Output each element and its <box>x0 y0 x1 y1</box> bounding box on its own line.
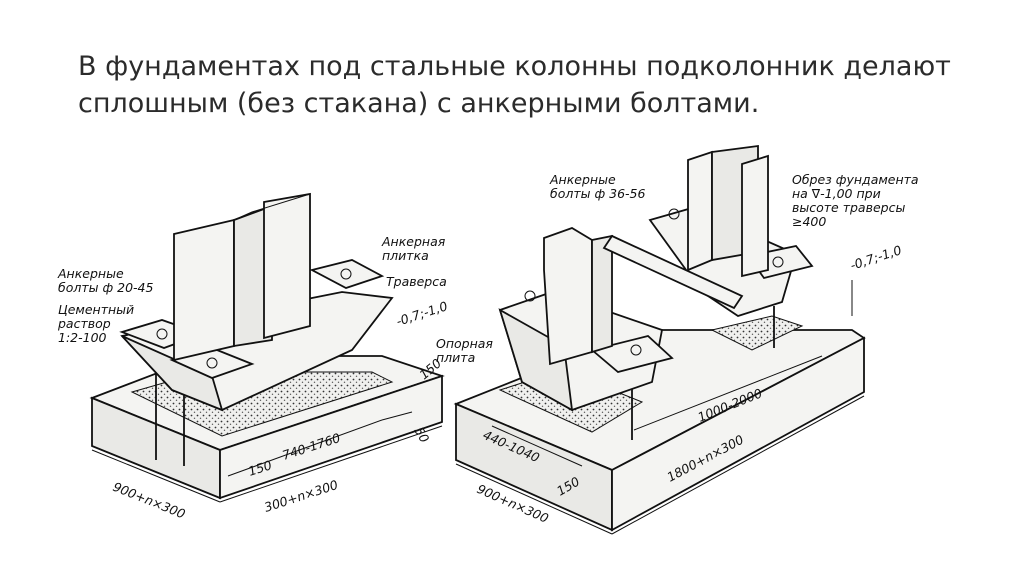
right-column-front <box>543 227 593 366</box>
right-foundation-edge-label-2: на ∇-1,00 при <box>792 186 881 201</box>
center-dim-50: 50 <box>411 424 432 445</box>
right-column-back <box>687 150 713 272</box>
left-anchor-plate-label-2: плитка <box>382 248 429 263</box>
center-support-plate-2: плита <box>436 350 475 365</box>
right-anchor-bolts-label-2: болты ф 36-56 <box>550 186 646 201</box>
left-foundation <box>89 192 445 503</box>
right-foundation-edge-label-3: высоте траверсы <box>792 200 905 215</box>
right-slab-right <box>611 336 865 532</box>
left-dim-300-n300: 300+n×300 <box>262 477 340 515</box>
right-level-label: -0,7;-1,0 <box>848 242 903 273</box>
left-anchor-bolts-label-2: болты ф 20-45 <box>58 280 154 295</box>
left-anchor-bolts-label-1: Анкерные <box>57 266 124 281</box>
center-support-plate-1: Опорная <box>436 336 493 351</box>
title-line-2: сплошным (без стакана) с анкерными болта… <box>78 88 760 119</box>
left-cement-label-1: Цементный <box>58 302 134 317</box>
right-grout-b <box>710 315 804 351</box>
right-brace <box>602 234 744 310</box>
left-column-flange-2 <box>263 192 311 340</box>
right-anchor-bolts-label-1: Анкерные <box>549 172 616 187</box>
right-foundation-edge-label-4: ≥400 <box>792 214 826 229</box>
left-plate-c <box>309 259 385 289</box>
left-dim-900-n300: 900+n×300 <box>111 479 188 522</box>
center-level-label: -0,7;-1,0 <box>394 298 449 329</box>
left-traverse-label: Траверса <box>386 274 447 289</box>
foundation-drawing: Анкерные болты ф 20-45 Цементный раствор… <box>52 120 972 574</box>
left-column-web <box>233 204 273 348</box>
left-column-flange <box>173 218 235 362</box>
left-slab-right <box>219 374 443 500</box>
left-cement-label-3: 1:2-100 <box>58 330 107 345</box>
left-dim-150: 150 <box>246 457 273 479</box>
right-foundation <box>453 144 866 535</box>
right-foundation-edge-label-1: Обрез фундамента <box>792 172 919 187</box>
left-anchor-plate-label-1: Анкерная <box>381 234 446 249</box>
left-cement-label-2: раствор <box>57 316 111 331</box>
slide-title: В фундаментах под стальные колонны подко… <box>78 48 978 122</box>
title-line-1: В фундаментах под стальные колонны подко… <box>78 51 951 82</box>
